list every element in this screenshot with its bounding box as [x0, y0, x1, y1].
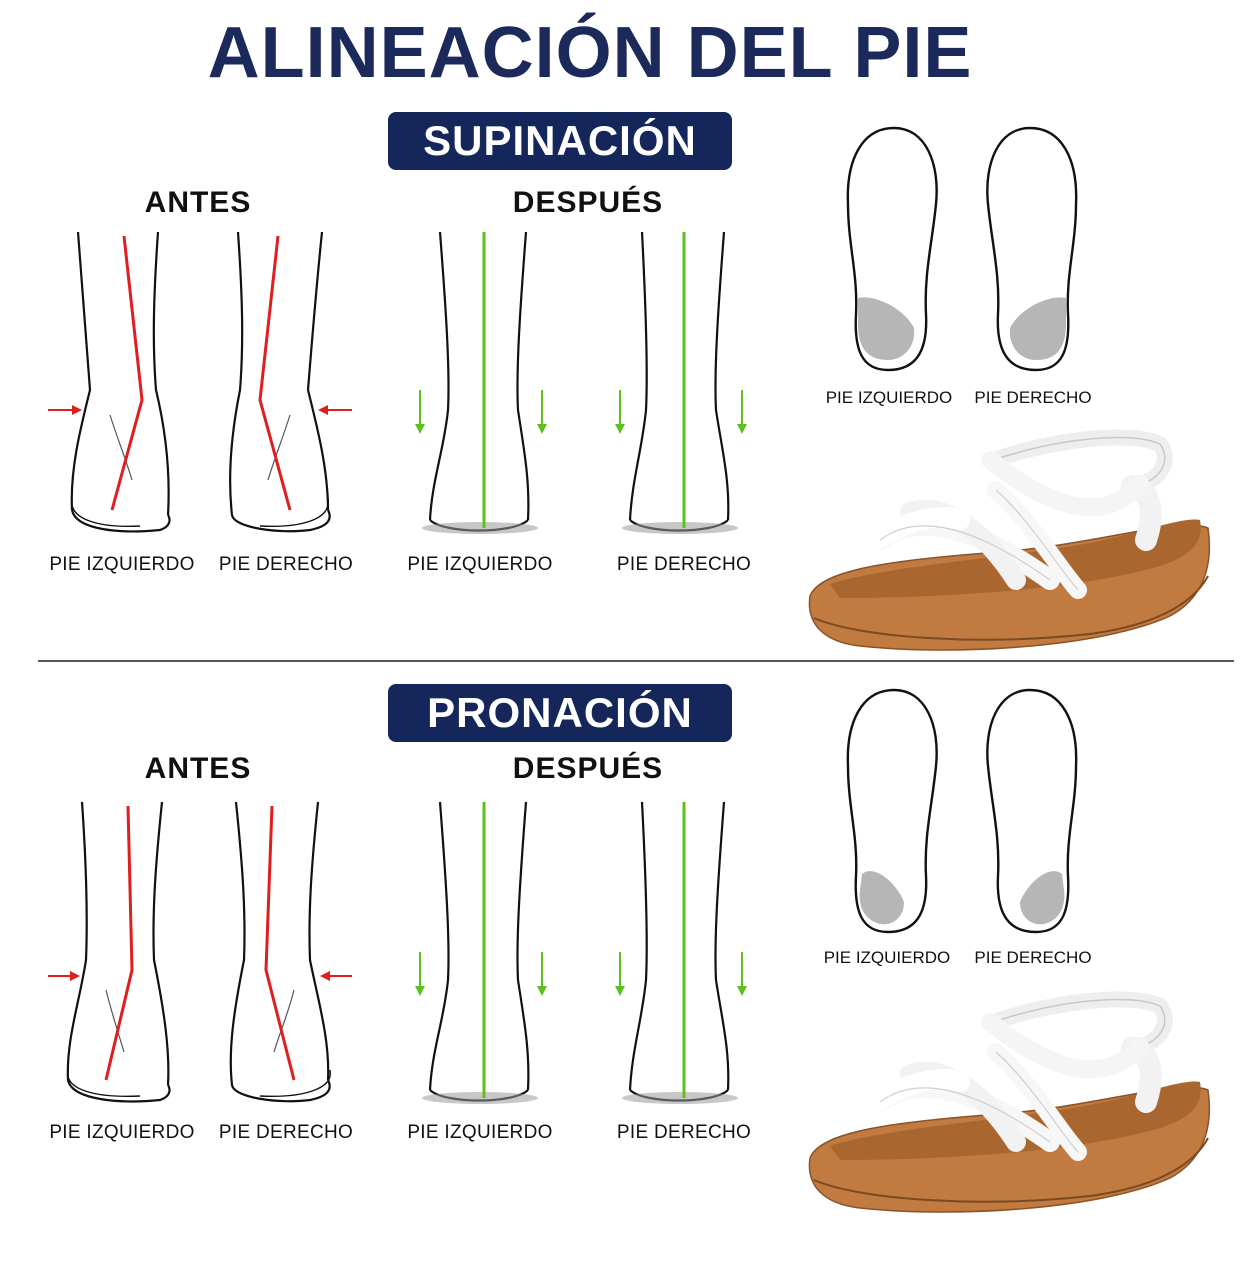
foot-label: PIE DERECHO: [218, 554, 354, 575]
section-divider: [38, 660, 1234, 662]
before-heading: ANTES: [144, 752, 252, 785]
leg-before-right: [229, 801, 352, 1103]
sole-left-outline: [846, 126, 938, 372]
foot-label: PIE DERECHO: [616, 1122, 752, 1143]
section-badge: PRONACIÓN: [388, 684, 732, 742]
page-title: ALINEACIÓN DEL PIE: [207, 13, 973, 93]
sandal-image: [808, 991, 1211, 1213]
after-heading: DESPUÉS: [512, 752, 664, 785]
sandal-image: [808, 429, 1211, 651]
sole-label: PIE IZQUIERDO: [825, 388, 953, 407]
leg-before-left: [48, 231, 171, 533]
sole-label: PIE DERECHO: [974, 388, 1092, 407]
leg-before-left: [48, 801, 171, 1103]
foot-label: PIE IZQUIERDO: [49, 1122, 195, 1143]
leg-after-left: [415, 801, 547, 1104]
leg-after-left: [415, 231, 547, 534]
leg-after-right: [615, 801, 747, 1104]
foot-label: PIE IZQUIERDO: [407, 1122, 553, 1143]
sole-label: PIE IZQUIERDO: [823, 948, 951, 967]
section-badge: SUPINACIÓN: [388, 112, 732, 170]
leg-after-right: [615, 231, 747, 534]
after-heading: DESPUÉS: [512, 186, 664, 219]
before-heading: ANTES: [144, 186, 252, 219]
section-supination: SUPINACIÓN ANTES DESPUÉS: [0, 100, 1254, 700]
sole-left-outline: [846, 688, 938, 934]
section-pronation: PRONACIÓN ANTES DESPUÉS: [0, 668, 1254, 1268]
leg-before-right: [228, 231, 352, 533]
sole-right-outline: [986, 126, 1078, 372]
foot-label: PIE IZQUIERDO: [407, 554, 553, 575]
foot-label: PIE IZQUIERDO: [49, 554, 195, 575]
foot-label: PIE DERECHO: [218, 1122, 354, 1143]
sole-right-outline: [986, 688, 1078, 934]
foot-label: PIE DERECHO: [616, 554, 752, 575]
sole-label: PIE DERECHO: [974, 948, 1092, 967]
